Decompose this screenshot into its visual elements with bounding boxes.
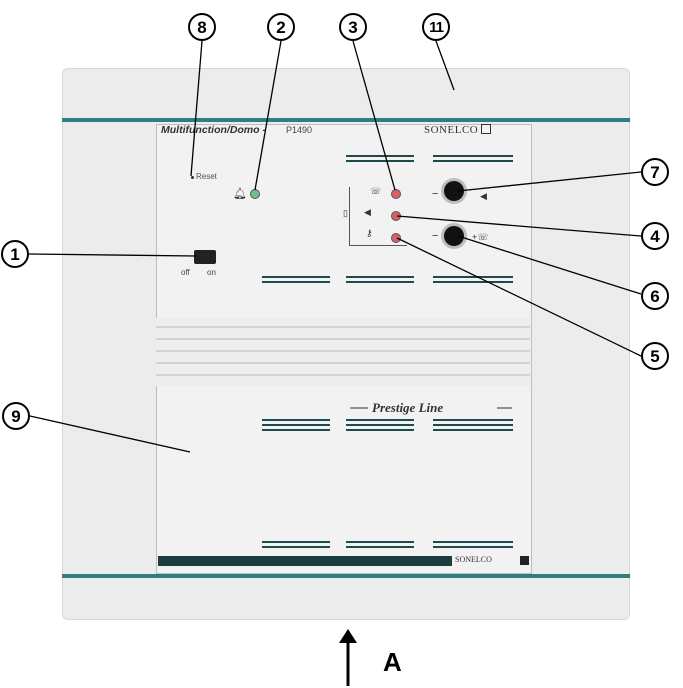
prestige-line-label: Prestige Line (372, 400, 444, 415)
arrow-head-icon (339, 629, 357, 643)
vent-slot (433, 276, 513, 278)
volume-knob-bottom[interactable] (444, 226, 464, 246)
teal-stripe-top (62, 118, 630, 122)
handset-plus-icon: +☏ (472, 232, 489, 242)
callout-9: 9 (2, 402, 30, 430)
leader-8 (190, 40, 203, 177)
device-title: Multifunction/Domo - (161, 124, 266, 136)
vent-slot (262, 429, 330, 431)
callout-8: 8 (188, 13, 216, 41)
leader-1 (28, 253, 197, 257)
minus-sign-top: − (432, 188, 439, 200)
vent-slot (433, 424, 513, 426)
power-switch[interactable] (194, 250, 216, 264)
vent-slots (262, 155, 513, 548)
vent-slot (433, 546, 513, 548)
vent-slot (346, 281, 414, 283)
teal-stripe-bottom (62, 574, 630, 578)
vent-slot (346, 276, 414, 278)
speaker-grille (156, 318, 530, 386)
volume-knob-top[interactable] (444, 181, 464, 201)
vent-slot (346, 541, 414, 543)
vent-slot (346, 155, 414, 157)
vent-slot (262, 276, 330, 278)
minus-sign-bottom: − (432, 230, 439, 242)
led-red-bottom (391, 233, 401, 243)
arrow-a (339, 629, 357, 686)
arrow-label: A (383, 647, 402, 677)
vent-slot (262, 546, 330, 548)
key-icon: ⚷ (366, 228, 373, 238)
vent-slot (433, 160, 513, 162)
vent-slot (433, 429, 513, 431)
callout-11: 11 (422, 13, 450, 41)
led-red-top (391, 189, 401, 199)
switch-on-label: on (207, 268, 216, 277)
leader-4 (396, 215, 642, 237)
leader-9 (29, 415, 191, 453)
vent-slot (262, 419, 330, 421)
bottom-brand-label: SONELCO (455, 555, 492, 564)
vent-slot (433, 281, 513, 283)
callout-4: 4 (641, 222, 669, 250)
vent-slot (346, 429, 414, 431)
reset-button[interactable] (191, 176, 194, 179)
leader-5 (396, 237, 642, 357)
device-model: P1490 (286, 125, 313, 135)
speaker-plus-icon: ◀ (480, 191, 487, 201)
indicator-box-left (349, 187, 350, 245)
vent-slot (262, 424, 330, 426)
leader-6 (457, 235, 642, 295)
leader-2 (254, 40, 282, 191)
vent-slot (346, 419, 414, 421)
switch-off-label: off (181, 268, 190, 277)
vent-slot (433, 155, 513, 157)
leader-11 (435, 40, 455, 91)
vent-slot (433, 419, 513, 421)
leader-3 (352, 40, 396, 191)
callout-6: 6 (641, 282, 669, 310)
bottom-logo-icon (520, 556, 529, 565)
bell-icon: 🔔︎ (233, 188, 247, 200)
callout-1: 1 (1, 240, 29, 268)
callout-5: 5 (641, 342, 669, 370)
vent-slot (262, 281, 330, 283)
door-icon: ▯ (343, 208, 348, 218)
leader-lines (28, 40, 642, 453)
brand-logo-icon (481, 124, 492, 134)
callout-3: 3 (339, 13, 367, 41)
callout-7: 7 (641, 158, 669, 186)
speaker-icon: ◀ (364, 207, 371, 217)
indicator-box-bottom (349, 245, 407, 246)
callout-2: 2 (267, 13, 295, 41)
reset-label: Reset (196, 172, 217, 181)
vent-slot (346, 546, 414, 548)
brand-label: SONELCO (424, 124, 492, 136)
vent-slot (346, 160, 414, 162)
bottom-bar (158, 556, 452, 566)
vent-slot (346, 424, 414, 426)
vent-slot (262, 541, 330, 543)
vent-slot (433, 541, 513, 543)
handset-icon: ☏ (370, 186, 382, 196)
leader-7 (457, 171, 642, 192)
